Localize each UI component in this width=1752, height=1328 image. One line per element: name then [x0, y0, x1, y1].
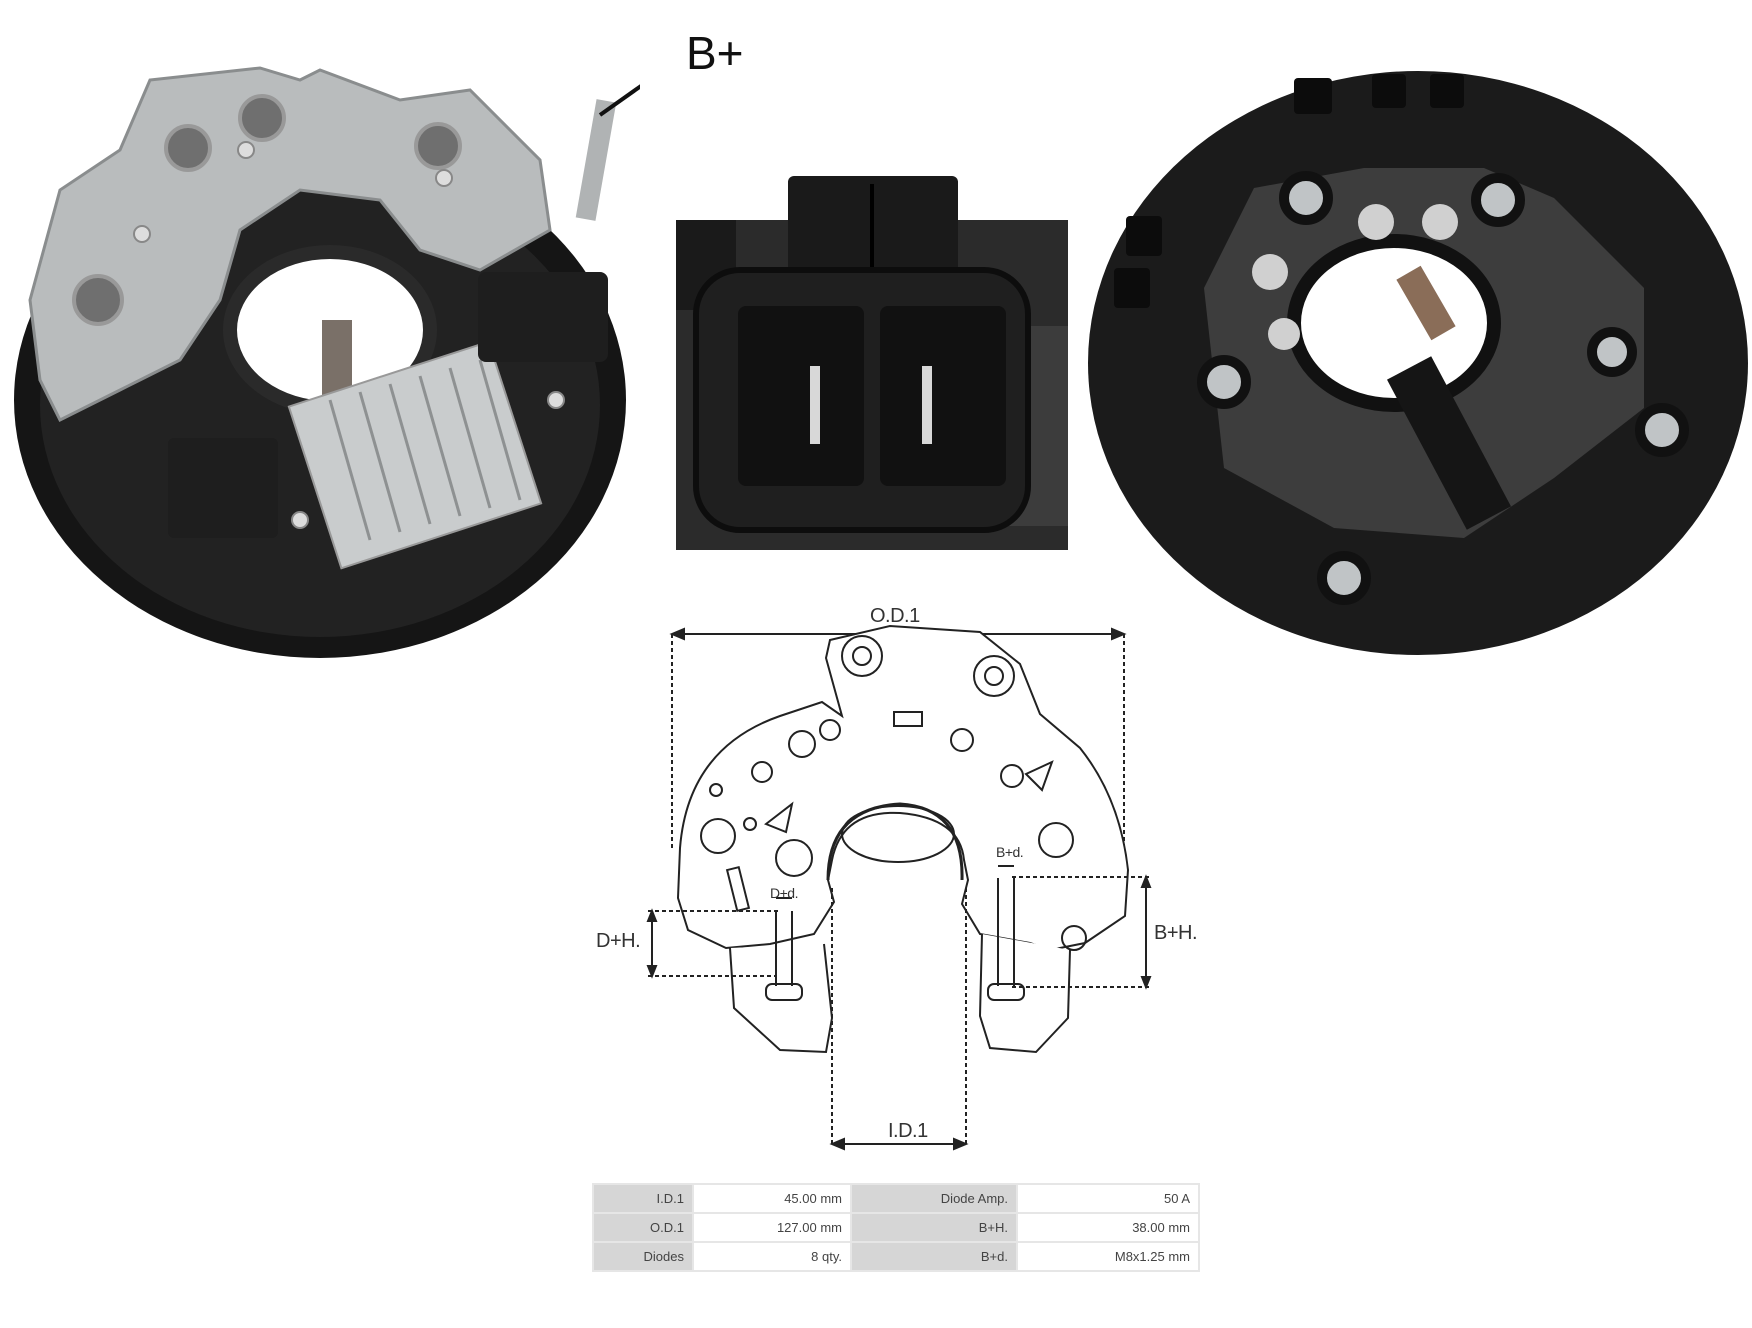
carbon-brush: [322, 320, 352, 400]
od-label: O.D.1: [870, 605, 920, 627]
b-plus-stud: [575, 99, 617, 221]
dd-label: D+d.: [770, 885, 798, 901]
spec-value: 8 qty.: [694, 1243, 850, 1270]
spec-value: 38.00 mm: [1018, 1214, 1198, 1241]
spec-value: 50 A: [1018, 1185, 1198, 1212]
spec-value: 127.00 mm: [694, 1214, 850, 1241]
spec-value: M8x1.25 mm: [1018, 1243, 1198, 1270]
connector-pin-1: [810, 366, 820, 444]
connector-closeup-photo: [676, 176, 1068, 550]
b-plus-leader-line: [598, 84, 640, 117]
spec-value: 45.00 mm: [694, 1185, 850, 1212]
carbon-brush-bottom: [1396, 265, 1456, 341]
table-row: I.D.1 45.00 mm Diode Amp. 50 A: [594, 1185, 1198, 1212]
connector-pin-2: [922, 366, 932, 444]
table-row: Diodes 8 qty. B+d. M8x1.25 mm: [594, 1243, 1198, 1270]
rectifier-top-view-photo: [14, 66, 640, 658]
regulator-connector: [478, 272, 608, 362]
id-label: I.D.1: [888, 1120, 928, 1142]
dh-label: D+H.: [596, 930, 641, 952]
spec-label: Diode Amp.: [852, 1185, 1016, 1212]
spec-label: I.D.1: [594, 1185, 692, 1212]
spec-label: B+H.: [852, 1214, 1016, 1241]
table-row: O.D.1 127.00 mm B+H. 38.00 mm: [594, 1214, 1198, 1241]
spec-label: B+d.: [852, 1243, 1016, 1270]
spec-label: O.D.1: [594, 1214, 692, 1241]
rectifier-bottom-view-photo: [1088, 71, 1748, 655]
rectifier-outline: [676, 624, 1130, 952]
b-plus-callout-label: B+: [686, 27, 744, 79]
bd-label: B+d.: [996, 844, 1024, 860]
spec-table: I.D.1 45.00 mm Diode Amp. 50 A O.D.1 127…: [592, 1183, 1200, 1272]
spec-label: Diodes: [594, 1243, 692, 1270]
regulator-heatsink: [287, 340, 543, 570]
bh-label: B+H.: [1154, 922, 1198, 944]
dimension-diagram: [646, 624, 1152, 1151]
